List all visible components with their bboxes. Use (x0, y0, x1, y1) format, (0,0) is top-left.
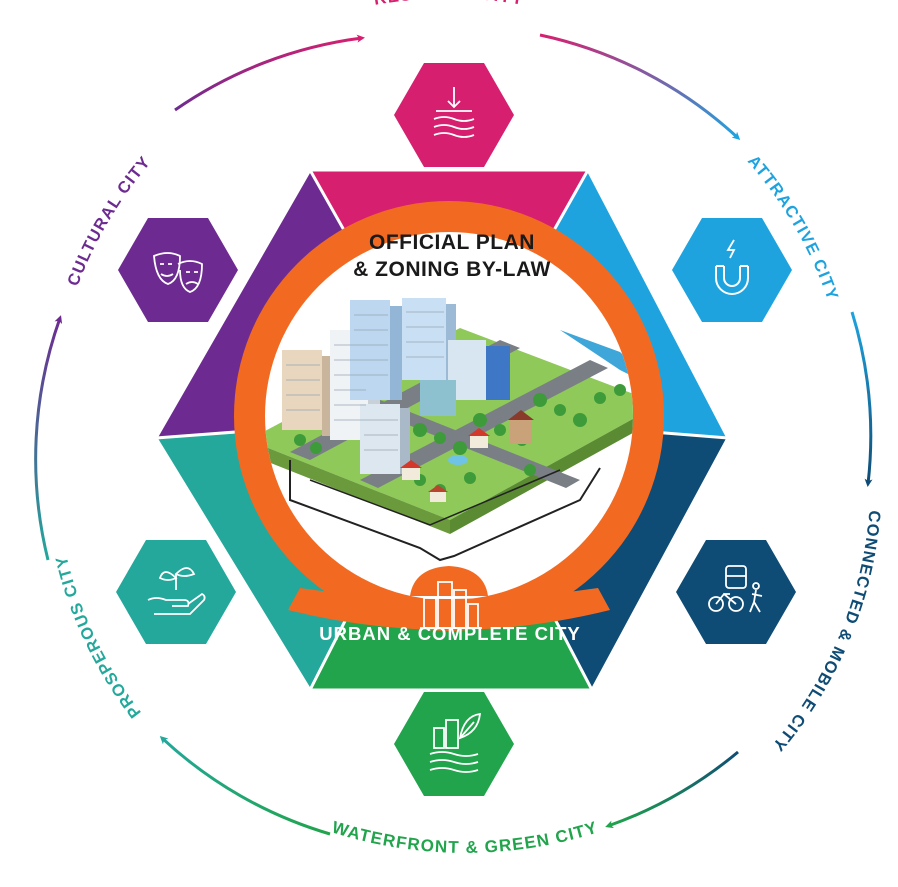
arrow-resilient (174, 34, 365, 112)
hex-cultural (118, 218, 238, 322)
arrow-resilient-to-attractive (539, 33, 741, 141)
banner-text: URBAN & COMPLETE CITY (319, 623, 581, 644)
arrow-prosperous-to-cultural (34, 315, 63, 561)
hex-attractive (672, 218, 792, 322)
arrow-waterfront-to-prosperous (159, 735, 331, 836)
label-connected-mobile-city: CONNECTED & MOBILE CITY (768, 510, 883, 755)
hex-connected (676, 540, 796, 644)
bus-bike-pedestrian-icon (708, 565, 763, 613)
label-waterfront-green-city: WATERFRONT & GREEN CITY (330, 818, 600, 857)
title-line-1: OFFICIAL PLAN (369, 231, 535, 254)
arrow-attractive-to-connected (850, 311, 873, 487)
magnet-icon (715, 239, 749, 295)
skyline-badge (410, 566, 488, 596)
city-illustration (265, 298, 633, 562)
cycle-arrows (34, 33, 873, 836)
waterfront-leaf-icon (429, 712, 482, 773)
center-title: OFFICIAL PLAN & ZONING BY-LAW (353, 231, 551, 281)
hex-resilient (394, 63, 514, 167)
label-resilient-city: RESILIENT CITY (372, 0, 525, 9)
theatre-masks-icon (153, 252, 203, 293)
title-line-2: & ZONING BY-LAW (353, 258, 551, 281)
center-banner: URBAN & COMPLETE CITY (288, 566, 610, 644)
skyline-icon (420, 581, 482, 629)
hand-sprout-icon (147, 567, 206, 615)
hex-prosperous (116, 540, 236, 644)
arrow-connected-to-waterfront (605, 750, 739, 829)
icon-hexagons (116, 63, 796, 796)
flood-resilience-icon (433, 87, 475, 138)
hex-waterfront (394, 692, 514, 796)
